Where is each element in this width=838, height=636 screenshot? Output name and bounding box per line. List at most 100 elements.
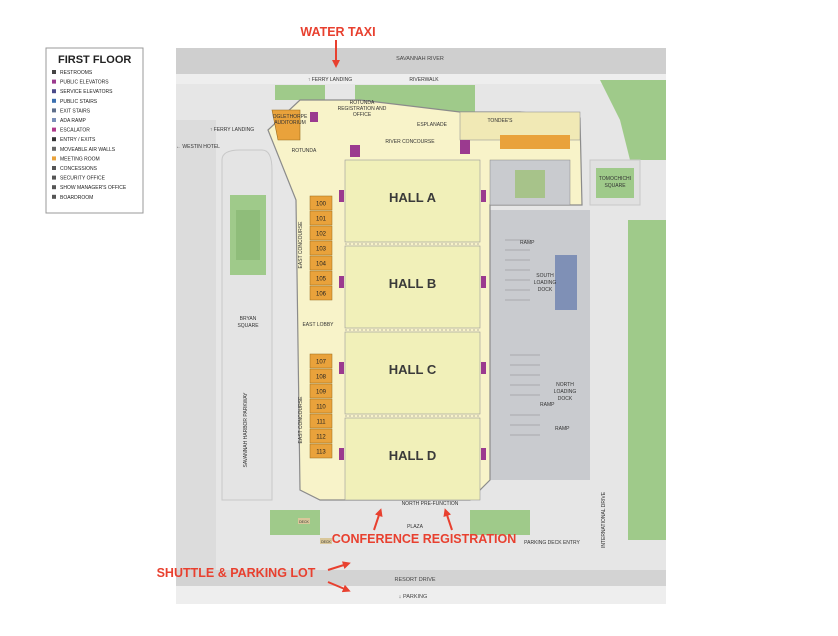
escalator-icon xyxy=(339,362,344,374)
hall-a xyxy=(344,159,481,243)
north-loading-label-3: DOCK xyxy=(558,396,573,402)
rotunda-registration-label-3: OFFICE xyxy=(353,112,372,118)
legend-item-label: ADA RAMP xyxy=(60,118,87,124)
savannah-river-label: SAVANNAH RIVER xyxy=(396,56,444,62)
escalator-icon xyxy=(339,448,344,460)
hall-label: HALL C xyxy=(389,362,437,377)
hall-c xyxy=(344,331,481,415)
river-concourse-label: RIVER CONCOURSE xyxy=(385,139,435,145)
south-loading-label-3: DOCK xyxy=(538,287,553,293)
grass-area xyxy=(275,85,325,100)
water-taxi-callout: WATER TAXI xyxy=(300,25,375,39)
resort-drive xyxy=(176,570,666,586)
grass-area xyxy=(470,510,530,535)
south-loading-label-2: LOADING xyxy=(534,280,557,286)
esplanade-label: ESPLANADE xyxy=(417,122,448,128)
public-elevator-icon xyxy=(481,190,486,202)
public-elevator-icon xyxy=(52,79,56,84)
north-loading-dock xyxy=(480,330,590,480)
meeting-room-label: 112 xyxy=(316,435,326,441)
meeting-room-108 xyxy=(309,368,333,384)
meeting-room-label: 100 xyxy=(316,202,327,208)
meeting-room-100 xyxy=(309,195,333,211)
meeting-room-110 xyxy=(309,398,333,414)
meeting-room-112 xyxy=(309,428,333,444)
hall-b xyxy=(344,245,481,329)
tomochichi-square-grass xyxy=(596,168,634,198)
escalator-icon xyxy=(460,140,470,154)
public-elevator-icon xyxy=(310,112,318,122)
escalator-icon xyxy=(350,145,360,157)
meeting-room-106 xyxy=(309,285,333,301)
resort-drive-label: RESORT DRIVE xyxy=(394,577,435,583)
entry-exit-icon xyxy=(52,137,56,142)
meeting-rooms-layer: 1001011021031041051061071081091101111121… xyxy=(309,195,333,459)
savannah-river-band xyxy=(176,48,666,74)
parking-strip xyxy=(176,586,666,604)
oglethorpe-auditorium xyxy=(271,109,301,141)
auditorium-label: AUDITORIUM xyxy=(274,120,306,126)
ramp-label: RAMP xyxy=(520,240,535,246)
deck-label: DECK xyxy=(321,540,331,544)
public-stairs-icon xyxy=(52,98,56,103)
legend-item-label: MEETING ROOM xyxy=(60,156,100,162)
east-grass-strip xyxy=(628,220,666,540)
bryan-square-inner xyxy=(236,210,260,260)
rotunda-registration-label: ROTUNDA xyxy=(350,100,375,106)
oglethorpe-label: OGLETHORPE xyxy=(273,114,308,120)
plaza-area xyxy=(320,512,470,534)
meeting-room-109 xyxy=(309,383,333,399)
meeting-room-label: 101 xyxy=(316,217,327,223)
hall-label: HALL A xyxy=(389,190,437,205)
service-elevator-icon xyxy=(52,89,56,94)
west-road xyxy=(176,120,216,604)
kitchen-rooms xyxy=(500,135,570,149)
meeting-room-111 xyxy=(309,413,333,429)
meeting-room-label: 106 xyxy=(316,292,327,298)
registration-arrow-left xyxy=(373,508,383,531)
plaza-label: PLAZA xyxy=(407,524,424,530)
international-drive-label: INTERNATIONAL DRIVE xyxy=(601,491,607,548)
meeting-room-107 xyxy=(309,353,333,369)
deck-sign xyxy=(320,538,332,544)
meeting-room-label: 111 xyxy=(316,420,326,426)
registration-arrow-right xyxy=(443,508,453,531)
meeting-room-104 xyxy=(309,255,333,271)
legend-item-label: SHOW MANAGER'S OFFICE xyxy=(60,185,127,191)
meeting-room-103 xyxy=(309,240,333,256)
bryan-label: BRYAN xyxy=(240,316,257,322)
north-loading-label: NORTH xyxy=(556,382,574,388)
rotunda-label: ROTUNDA xyxy=(292,148,317,154)
meeting-room-105 xyxy=(309,270,333,286)
air-wall-icon xyxy=(52,146,56,151)
grass-area xyxy=(270,510,320,535)
legend-item-label: RESTROOMS xyxy=(60,70,93,76)
conference-registration-callout: CONFERENCE REGISTRATION xyxy=(332,532,517,546)
ramp-label: RAMP xyxy=(540,402,555,408)
meeting-room-label: 109 xyxy=(316,390,327,396)
boardroom-icon xyxy=(52,194,56,199)
rotunda-registration-label-2: REGISTRATION AND xyxy=(338,106,387,112)
ferry-landing-left-label: ↑ FERRY LANDING xyxy=(210,127,254,133)
savannah-harbor-parkway-label: SAVANNAH HARBOR PARKWAY xyxy=(243,392,249,468)
meeting-room-102 xyxy=(309,225,333,241)
legend-item-label: SERVICE ELEVATORS xyxy=(60,89,113,95)
legend-item-label: EXIT STAIRS xyxy=(60,108,91,114)
hall-d xyxy=(344,417,481,501)
exit-stairs-icon xyxy=(52,108,56,113)
ramp-label: RAMP xyxy=(555,426,570,432)
meeting-room-label: 102 xyxy=(316,232,327,238)
north-loading-label-2: LOADING xyxy=(554,389,577,395)
riverwalk-label: RIVERWALK xyxy=(409,77,439,83)
legend-item-label: ENTRY / EXITS xyxy=(60,137,96,143)
meeting-room-label: 107 xyxy=(316,360,327,366)
tondees-label: TONDEE'S xyxy=(487,118,513,124)
deck-sign xyxy=(298,518,310,524)
legend-box xyxy=(45,47,144,214)
legend-item-label: ESCALATOR xyxy=(60,128,90,134)
hall-label: HALL B xyxy=(389,276,436,291)
